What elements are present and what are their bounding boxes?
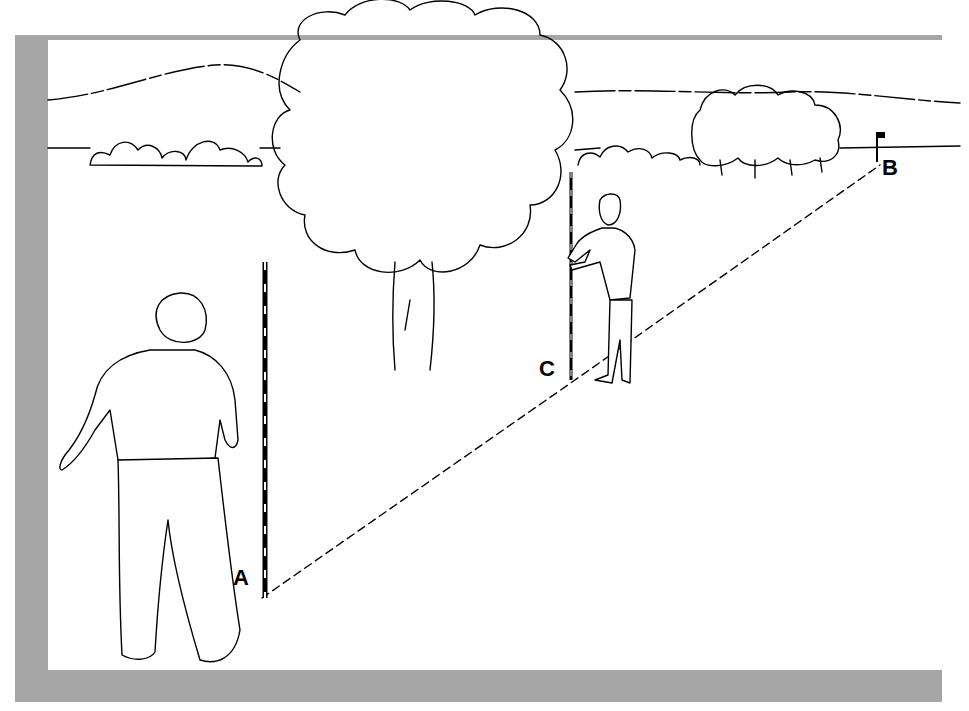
pole-stripes <box>264 262 266 598</box>
bush <box>90 141 262 166</box>
man-torso <box>60 350 238 470</box>
pole-flag <box>877 132 885 138</box>
hill-line <box>48 65 300 100</box>
tree-canopy <box>272 0 572 272</box>
pole-stripes <box>571 172 572 380</box>
point-label: C <box>539 358 555 380</box>
ranging-pole <box>263 262 268 598</box>
man-torso <box>568 228 635 300</box>
frame-panel <box>48 40 969 670</box>
man-legs <box>595 300 632 383</box>
point-label: B <box>882 157 898 179</box>
tree-trunks <box>720 158 822 178</box>
tree-group <box>692 85 840 166</box>
point-label: A <box>233 567 249 589</box>
bush <box>578 146 700 165</box>
ranging-pole <box>570 172 573 380</box>
hill-line <box>575 91 960 103</box>
horizon-line <box>48 146 960 150</box>
man-head <box>599 194 620 225</box>
tree-trunk <box>393 262 434 370</box>
alignment-line <box>262 165 880 598</box>
man-legs <box>118 458 240 662</box>
man-head <box>156 293 206 342</box>
